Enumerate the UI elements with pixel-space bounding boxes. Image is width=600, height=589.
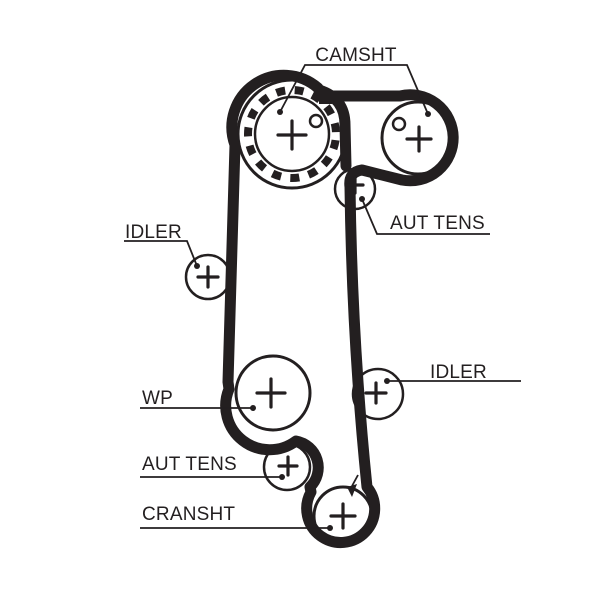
- timing-belt: [220, 69, 459, 549]
- tensioner-upper-leader-line: [361, 198, 490, 235]
- crankshaft-timing-arrow-icon: [347, 484, 357, 497]
- tensioner-lower-leader-dot: [279, 474, 285, 480]
- tensioner-upper-center-mark: [345, 175, 365, 195]
- label-crankshaft: CRANSHT: [140, 504, 333, 531]
- idler-right-label: IDLER: [430, 362, 487, 383]
- water-pump-center-mark: [255, 377, 287, 409]
- camshaft-left-pin-hole: [308, 113, 324, 129]
- label-water-pump: WP: [140, 388, 256, 411]
- label-idler-left: IDLER: [124, 222, 200, 269]
- idler-right-pulley: [351, 367, 405, 421]
- belt-center-drop-run: [313, 84, 352, 172]
- label-tensioner-lower: AUT TENS: [140, 454, 285, 480]
- camshaft-label: CAMSHT: [315, 45, 397, 66]
- camshaft-left-timing-dash-ring: [244, 86, 340, 182]
- crankshaft-timing-mark: [347, 474, 359, 497]
- tensioner-upper-label: AUT TENS: [390, 213, 485, 234]
- idler-right-center-mark: [364, 381, 388, 405]
- camshaft-right-center-mark: [405, 125, 433, 153]
- camshaft-right-pin-hole: [391, 116, 407, 132]
- camshaft-leader-dot-right: [425, 111, 431, 117]
- belt-main-loop: [220, 69, 459, 549]
- water-pump-pulley: [234, 354, 312, 432]
- tensioner-lower-label: AUT TENS: [142, 454, 237, 475]
- idler-left-leader-dot: [194, 263, 200, 269]
- water-pump-label: WP: [142, 388, 173, 409]
- crankshaft-center-mark: [329, 502, 357, 530]
- crankshaft-leader-dot: [327, 525, 333, 531]
- label-idler-right: IDLER: [384, 362, 521, 384]
- camshaft-left-center-mark: [276, 119, 308, 151]
- crankshaft-label: CRANSHT: [142, 504, 235, 525]
- tensioner-lower-center-mark: [277, 455, 299, 477]
- belt-step-notch: [319, 93, 332, 104]
- idler-left-label: IDLER: [125, 222, 182, 243]
- camshaft-leader-line: [279, 64, 429, 115]
- tensioner-upper-leader-dot: [359, 196, 365, 202]
- camshaft-leader-dot-left: [277, 109, 283, 115]
- idler-left-leader-line: [124, 240, 198, 267]
- camshaft-left-inner-circle: [253, 95, 331, 173]
- idler-right-leader-dot: [384, 378, 390, 384]
- label-camshaft: CAMSHT: [277, 45, 431, 117]
- water-pump-leader-dot: [250, 405, 256, 411]
- label-tensioner-upper: AUT TENS: [359, 196, 490, 235]
- idler-left-center-mark: [196, 265, 220, 289]
